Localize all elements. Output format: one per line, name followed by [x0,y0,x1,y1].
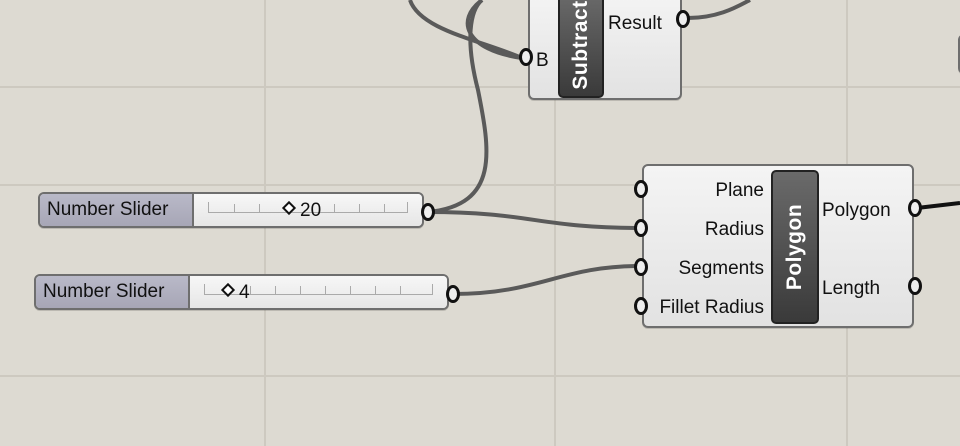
slider-tick [350,286,351,294]
polygon-title: Polygon [783,203,806,291]
slider-track[interactable]: 4 [190,276,447,308]
slider-tick [384,204,385,212]
subtract-result-port[interactable] [676,10,690,28]
subtract-output-result: Result [608,13,662,34]
slider-tick [359,204,360,212]
slider-rail [204,284,433,295]
number-slider-2[interactable]: Number Slider 4 [34,274,449,310]
wire-slider2-segments [452,264,641,296]
wire-result-out [687,0,751,20]
polygon-output-polygon: Polygon [822,200,891,221]
polygon-input-fillet-radius: Fillet Radius [659,297,764,318]
polygon-input-plane: Plane [715,180,764,201]
slider-label: Number Slider [36,276,190,308]
subtract-title: Subtract [569,0,592,90]
slider-track[interactable]: 20 [194,194,422,226]
subtract-component[interactable]: Subtract B Result [528,0,682,100]
subtract-input-b: B [536,50,549,71]
slider-value: 20 [300,200,322,221]
polygon-output-length: Length [822,278,881,299]
slider-tick [400,286,401,294]
polygon-length-port[interactable] [908,277,922,295]
polygon-component[interactable]: Polygon Plane Radius Segments Fillet Rad… [642,164,914,328]
grid-line [0,375,960,377]
slider-rail [208,202,408,213]
wire-slider1-up [427,0,489,214]
slider-1-output-port[interactable] [421,203,435,221]
polygon-input-segments: Segments [678,258,764,279]
slider-label: Number Slider [40,194,194,226]
grid-line [0,86,960,88]
polygon-plane-port[interactable] [634,180,648,198]
subtract-component-label: Subtract [558,0,604,98]
subtract-input-b-port[interactable] [519,48,533,66]
wire-slider1-radius [427,210,641,230]
polygon-radius-port[interactable] [634,219,648,237]
polygon-input-radius: Radius [704,219,764,240]
polygon-segments-port[interactable] [634,258,648,276]
polygon-polygon-port[interactable] [908,199,922,217]
wire-polygon-out [916,201,960,210]
slider-tick [275,286,276,294]
slider-tick [250,286,251,294]
number-slider-1[interactable]: Number Slider 20 [38,192,424,228]
slider-tick [325,286,326,294]
slider-tick [375,286,376,294]
polygon-component-label: Polygon [771,170,819,324]
slider-tick [234,204,235,212]
wire-top-left [408,0,523,60]
slider-2-output-port[interactable] [446,285,460,303]
slider-tick [259,204,260,212]
slider-tick [334,204,335,212]
slider-tick [300,286,301,294]
polygon-fillet-radius-port[interactable] [634,297,648,315]
slider-value: 4 [239,282,250,303]
